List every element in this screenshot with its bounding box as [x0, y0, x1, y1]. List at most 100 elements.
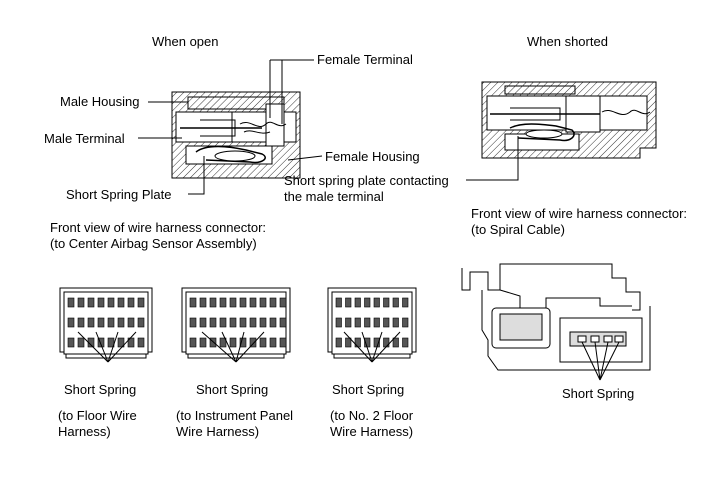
connector-pin	[107, 317, 115, 328]
connector-pin	[259, 297, 267, 308]
connector-pin	[345, 297, 352, 308]
connector-pin	[219, 337, 227, 348]
connector-pin	[335, 297, 342, 308]
connector-pin	[117, 317, 125, 328]
connector-pin	[97, 317, 105, 328]
contact-label-line2: the male terminal	[284, 189, 384, 204]
connector-pin	[259, 317, 267, 328]
front-view-left-title: Front view of wire harness connector:	[50, 220, 266, 235]
female-housing-label: Female Housing	[325, 149, 420, 164]
connector-pin	[345, 337, 352, 348]
connector-pin	[279, 297, 287, 308]
connector-pin	[402, 337, 409, 348]
connector-pin	[392, 317, 399, 328]
connector-pin	[209, 297, 217, 308]
connector-pin	[383, 337, 390, 348]
connector-pin	[219, 317, 227, 328]
female-terminal-label: Female Terminal	[317, 52, 413, 67]
connector-pin	[354, 297, 361, 308]
instrument-panel-short-spring-label: Short Spring	[196, 382, 268, 397]
connector-pin	[279, 337, 287, 348]
connector-pin	[239, 297, 247, 308]
connector-pin	[335, 317, 342, 328]
connector-pin	[189, 317, 197, 328]
connector-pin	[87, 317, 95, 328]
open-connector-section	[138, 59, 323, 195]
connector-pin	[269, 297, 277, 308]
when-open-title: When open	[152, 34, 219, 49]
connector-pin	[383, 297, 390, 308]
connector-pin	[97, 337, 105, 348]
connector-pin	[373, 297, 380, 308]
connector-pin	[364, 297, 371, 308]
connector-pin	[137, 317, 145, 328]
front-view-right-subtitle: (to Spiral Cable)	[471, 222, 565, 237]
floor-wire-harness-line2: Harness)	[58, 424, 111, 439]
short-spring-plate-label: Short Spring Plate	[66, 187, 172, 202]
connector-pin	[402, 297, 409, 308]
connector-pin	[269, 337, 277, 348]
when-shorted-title: When shorted	[527, 34, 608, 49]
connector-pin	[127, 297, 135, 308]
connector-pin	[259, 337, 267, 348]
connector-pin	[127, 317, 135, 328]
connector-pin	[67, 337, 75, 348]
connector-pin	[335, 337, 342, 348]
connector-pin	[392, 337, 399, 348]
connector-pin	[199, 317, 207, 328]
connector-pin	[383, 317, 390, 328]
male-terminal-label: Male Terminal	[44, 131, 125, 146]
connector-pin	[107, 297, 115, 308]
connector-pin	[117, 337, 125, 348]
connector-pin	[354, 317, 361, 328]
connector-pin	[209, 317, 217, 328]
connector-pin	[77, 337, 85, 348]
spiral-cable-connector	[461, 263, 651, 381]
connector-pin	[77, 297, 85, 308]
connector-pin	[67, 297, 75, 308]
connector-pin	[249, 297, 257, 308]
connector-pin	[364, 317, 371, 328]
instrument-panel-harness-line2: Wire Harness)	[176, 424, 259, 439]
connector-pin	[199, 297, 207, 308]
no2-floor-short-spring-label: Short Spring	[332, 382, 404, 397]
connector-pin	[239, 337, 247, 348]
connector-pin	[137, 297, 145, 308]
front-view-left-subtitle: (to Center Airbag Sensor Assembly)	[50, 236, 257, 251]
connector-pin	[229, 317, 237, 328]
front-view-right-title: Front view of wire harness connector:	[471, 206, 687, 221]
connector-pin	[269, 317, 277, 328]
male-housing-label: Male Housing	[60, 94, 140, 109]
connector-pin	[209, 337, 217, 348]
no2-floor-harness-line1: (to No. 2 Floor	[330, 408, 414, 423]
floor-wire-connector	[59, 287, 153, 363]
connector-pin	[279, 317, 287, 328]
connector-pin	[373, 317, 380, 328]
connector-pin	[229, 337, 237, 348]
connector-pin	[97, 297, 105, 308]
contact-label-line1: Short spring plate contacting	[284, 173, 449, 188]
shorted-connector-section	[466, 81, 657, 181]
connector-pin	[249, 337, 257, 348]
spiral-short-spring-label: Short Spring	[562, 386, 634, 401]
connector-pin	[137, 337, 145, 348]
connector-pin	[229, 297, 237, 308]
instrument-panel-connector	[181, 287, 291, 363]
no2-floor-harness-line2: Wire Harness)	[330, 424, 413, 439]
connector-pin	[345, 317, 352, 328]
floor-wire-harness-line1: (to Floor Wire	[58, 408, 137, 423]
connector-pin	[249, 317, 257, 328]
connector-pin	[189, 337, 197, 348]
floor-wire-short-spring-label: Short Spring	[64, 382, 136, 397]
connector-pin	[402, 317, 409, 328]
connector-pin	[239, 317, 247, 328]
connector-pin	[354, 337, 361, 348]
no2-floor-wire-connector	[327, 287, 417, 363]
connector-pin	[189, 297, 197, 308]
connector-pin	[392, 297, 399, 308]
connector-pin	[219, 297, 227, 308]
connector-pin	[199, 337, 207, 348]
connector-pin	[117, 297, 125, 308]
instrument-panel-harness-line1: (to Instrument Panel	[176, 408, 293, 423]
